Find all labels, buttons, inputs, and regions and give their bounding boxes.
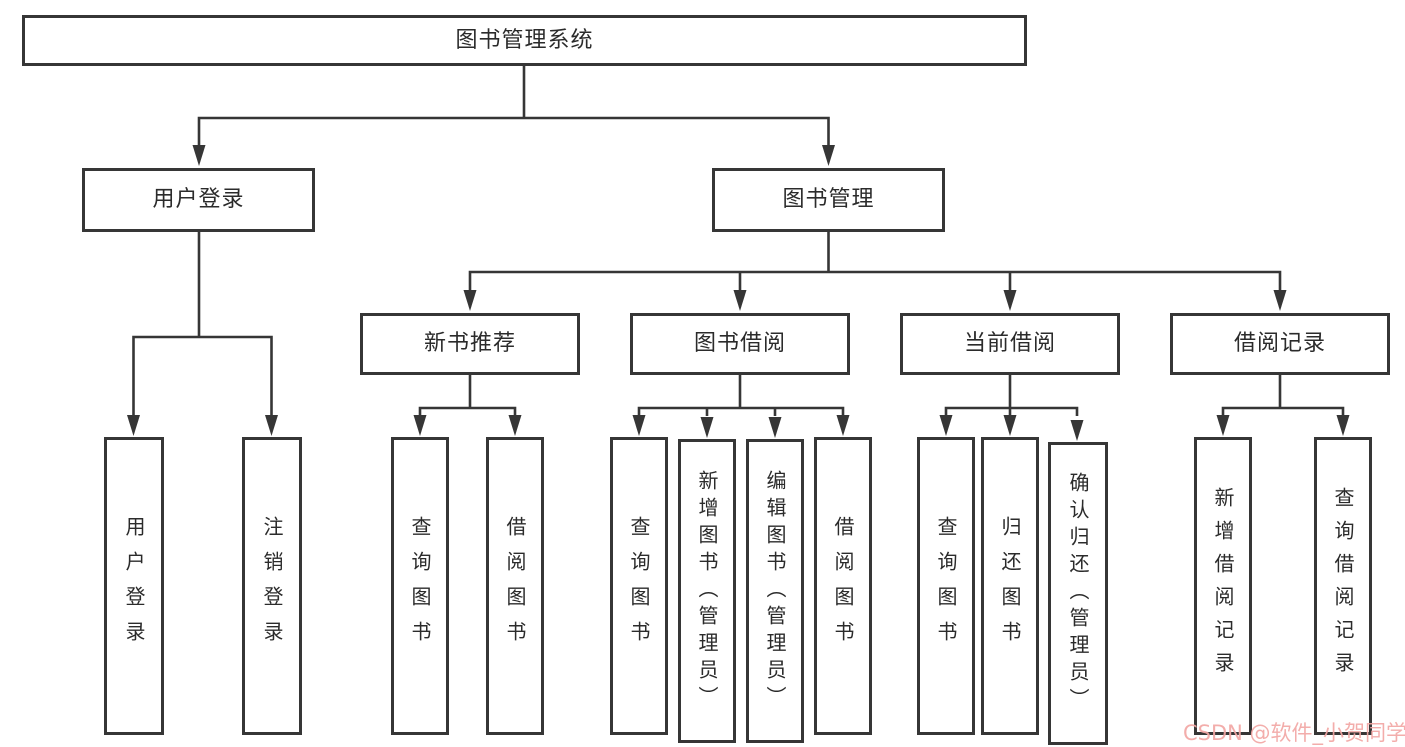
leaf-logout: 注销登录 (242, 437, 302, 735)
leaf-add-book-admin: 新增图书（管理员） (678, 439, 736, 743)
node-label: 图书管理 (782, 187, 875, 212)
leaf-edit-book-admin: 编辑图书（管理员） (746, 439, 804, 743)
csdn-watermark: CSDN @软件_小贺同学 (1183, 721, 1405, 745)
node-label: 查询图书 (627, 516, 651, 656)
leaf-add-borrow-record: 新增借阅记录 (1194, 437, 1252, 735)
node-label: 借阅记录 (1233, 331, 1326, 356)
leaf-borrow-books-recommend: 借阅图书 (486, 437, 544, 735)
leaf-borrow-books: 借阅图书 (814, 437, 872, 735)
node-label: 查询图书 (934, 516, 958, 656)
node-label: 注销登录 (260, 516, 284, 656)
node-user-login: 用户登录 (82, 168, 315, 232)
node-label: 图书借阅 (693, 331, 786, 356)
leaf-query-books-recommend: 查询图书 (391, 437, 449, 735)
node-current-borrow: 当前借阅 (900, 313, 1120, 375)
node-new-book-recommend: 新书推荐 (360, 313, 580, 375)
node-label: 用户登录 (122, 516, 146, 656)
node-borrow-records: 借阅记录 (1170, 313, 1390, 375)
node-label: 当前借阅 (963, 331, 1056, 356)
node-root: 图书管理系统 (22, 15, 1027, 66)
node-label: 借阅图书 (503, 516, 527, 656)
leaf-return-book: 归还图书 (981, 437, 1039, 735)
node-label: 确认归还（管理员） (1066, 472, 1090, 715)
node-label: 归还图书 (998, 516, 1022, 656)
node-label: 用户登录 (152, 187, 245, 212)
leaf-query-borrow-record: 查询借阅记录 (1314, 437, 1372, 735)
node-label: 新增借阅记录 (1211, 487, 1235, 685)
node-book-borrow: 图书借阅 (630, 313, 850, 375)
node-label: 查询图书 (408, 516, 432, 656)
leaf-confirm-return-admin: 确认归还（管理员） (1048, 442, 1108, 745)
leaf-user-login: 用户登录 (104, 437, 164, 735)
leaf-query-books-borrow: 查询图书 (610, 437, 668, 735)
node-label: 图书管理系统 (455, 27, 594, 53)
node-label: 新书推荐 (423, 331, 516, 356)
node-book-management: 图书管理 (712, 168, 945, 232)
node-label: 查询借阅记录 (1331, 487, 1355, 685)
node-label: 新增图书（管理员） (695, 469, 719, 713)
node-label: 借阅图书 (831, 516, 855, 656)
node-label: 编辑图书（管理员） (763, 469, 787, 713)
leaf-query-books-current: 查询图书 (917, 437, 975, 735)
